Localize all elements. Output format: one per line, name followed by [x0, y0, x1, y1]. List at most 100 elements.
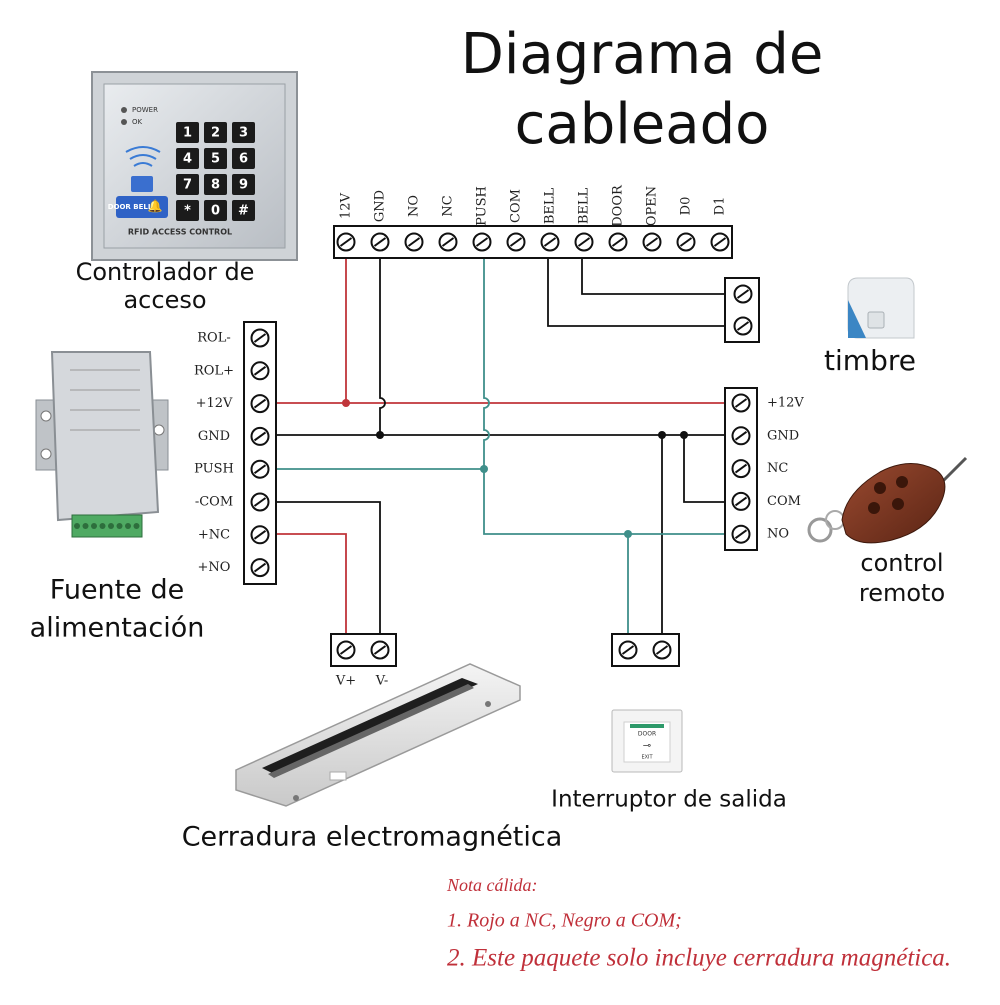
- controller-terminal-label: NC: [441, 195, 456, 216]
- keypad-key-label: 3: [239, 126, 248, 141]
- keypad-key-label: 8: [211, 178, 220, 193]
- bell-terminal-block: [724, 277, 760, 343]
- keypad-key-label: 1: [183, 126, 192, 141]
- keypad-key: [176, 122, 199, 143]
- controller-terminal-screw: [642, 232, 662, 252]
- exit-switch-bottom-label: EXIT: [641, 755, 653, 761]
- power-supply-terminal-label: +12V: [196, 396, 233, 411]
- lock-caption: Cerradura electromagnética: [182, 822, 563, 853]
- controller-terminal-label: D0: [679, 197, 694, 216]
- key-icon: ⊸: [643, 740, 651, 751]
- controller-terminal-screw: [540, 232, 560, 252]
- exit-switch-caption: Interruptor de salida: [551, 787, 787, 813]
- controller-panel-label: RFID ACCESS CONTROL: [128, 228, 232, 237]
- power-supply-terminal-screw: [250, 361, 270, 381]
- power-supply-caption-line-2: alimentación: [30, 613, 205, 644]
- keypad-key-label: 4: [183, 152, 192, 167]
- title-line-1: Diagrama de: [461, 22, 824, 87]
- controller-terminal-label: COM: [509, 189, 524, 223]
- note-heading: Nota cálida:: [446, 875, 538, 895]
- controller-terminal-label: OPEN: [645, 186, 660, 226]
- keypad-key-label: 2: [211, 126, 220, 141]
- keypad-key-label: 6: [239, 152, 248, 167]
- power-supply-terminal-label: PUSH: [194, 462, 234, 477]
- controller-terminal-screw: [506, 232, 526, 252]
- remote-control-device: [807, 456, 968, 544]
- electromagnetic-lock-device: [235, 663, 521, 807]
- controller-terminal-screw: [472, 232, 492, 252]
- power-supply-terminal-block: [71, 514, 143, 538]
- rfid-card-icon: [131, 176, 153, 192]
- lock-terminal-block: V+ V-: [330, 633, 397, 689]
- controller-terminal-screw: [336, 232, 356, 252]
- keypad-key: [232, 200, 255, 221]
- controller-terminal-label: PUSH: [475, 186, 490, 226]
- exit-switch-device: DOOR ⊸ EXIT: [611, 709, 683, 773]
- door-bell-button: [116, 196, 168, 218]
- remote-module-terminal-screw: [731, 459, 751, 479]
- keypad-key-label: *: [184, 204, 191, 219]
- note-line-1: 1. Rojo a NC, Negro a COM;: [447, 910, 682, 932]
- keypad-key: [204, 122, 227, 143]
- keypad-key: [232, 122, 255, 143]
- bell-icon: 🔔: [148, 199, 163, 213]
- controller-terminal-label: BELL: [577, 187, 592, 224]
- remote-module-terminal-screw: [731, 491, 751, 511]
- remote-module-terminal-label: COM: [767, 494, 801, 509]
- power-supply-terminal-screw: [250, 426, 270, 446]
- power-supply-terminal-screw: [250, 459, 270, 479]
- remote-module-terminal-screw: [731, 524, 751, 544]
- controller-terminal-label: BELL: [543, 187, 558, 224]
- power-supply-terminal-label: GND: [198, 429, 230, 444]
- controller-indicator-power: POWER: [132, 106, 158, 114]
- bell-device: [847, 277, 915, 339]
- power-supply-device: [35, 351, 169, 538]
- controller-terminal-screw: [574, 232, 594, 252]
- controller-terminal-screw: [438, 232, 458, 252]
- controller-terminal-screw: [676, 232, 696, 252]
- keypad-key-label: 7: [183, 178, 192, 193]
- keypad-key: [176, 200, 199, 221]
- remote-module-terminal-label: NC: [767, 461, 788, 476]
- keypad-key: [176, 148, 199, 169]
- keypad-key-label: 0: [211, 204, 220, 219]
- power-supply-terminal-label: ROL-: [197, 331, 230, 346]
- power-supply-caption-line-1: Fuente de: [50, 575, 184, 606]
- note-line-2: 2. Este paquete solo incluye cerradura m…: [447, 945, 951, 972]
- remote-module-terminal-label: +12V: [767, 396, 804, 411]
- keypad-key: [232, 148, 255, 169]
- power-supply-terminal-label: ROL+: [194, 363, 234, 378]
- controller-caption-line-2: acceso: [123, 286, 206, 314]
- controller-terminal-label: DOOR: [611, 184, 626, 227]
- controller-terminal-label: NO: [407, 195, 422, 217]
- remote-module-terminal-screw: [731, 426, 751, 446]
- remote-caption-line-2: remoto: [859, 579, 945, 607]
- power-supply-terminal-screw: [250, 525, 270, 545]
- keypad-key: [176, 174, 199, 195]
- power-supply-terminal-screw: [250, 328, 270, 348]
- keypad-key-label: #: [238, 204, 249, 219]
- rfid-wave-icon: [125, 146, 161, 153]
- power-supply-terminal-screw: [250, 558, 270, 578]
- keypad-key-label: 9: [239, 178, 248, 193]
- title-line-2: cableado: [515, 92, 770, 157]
- controller-terminal-screw: [608, 232, 628, 252]
- controller-terminal-label: 12V: [339, 192, 354, 219]
- keypad-key-label: 5: [211, 152, 220, 167]
- controller-terminal-block: 12V GND NO NC PUSH COM BELL BELL DOOR OPEN D0 D1: [333, 184, 733, 259]
- controller-terminal-screw: [370, 232, 390, 252]
- controller-terminal-label: GND: [373, 190, 388, 222]
- keypad-key: [204, 200, 227, 221]
- power-supply-terminal-label: +NC: [198, 527, 230, 542]
- controller-terminal-label: D1: [713, 197, 728, 216]
- power-supply-terminal-screw: [250, 492, 270, 512]
- remote-module-terminal-screw: [731, 393, 751, 413]
- keypad-key: [204, 148, 227, 169]
- controller-terminal-screw: [404, 232, 424, 252]
- exit-switch-terminal-block: [611, 633, 680, 667]
- keypad: 1 2 3 4 5 6 7 8 9 * 0 #: [176, 122, 255, 221]
